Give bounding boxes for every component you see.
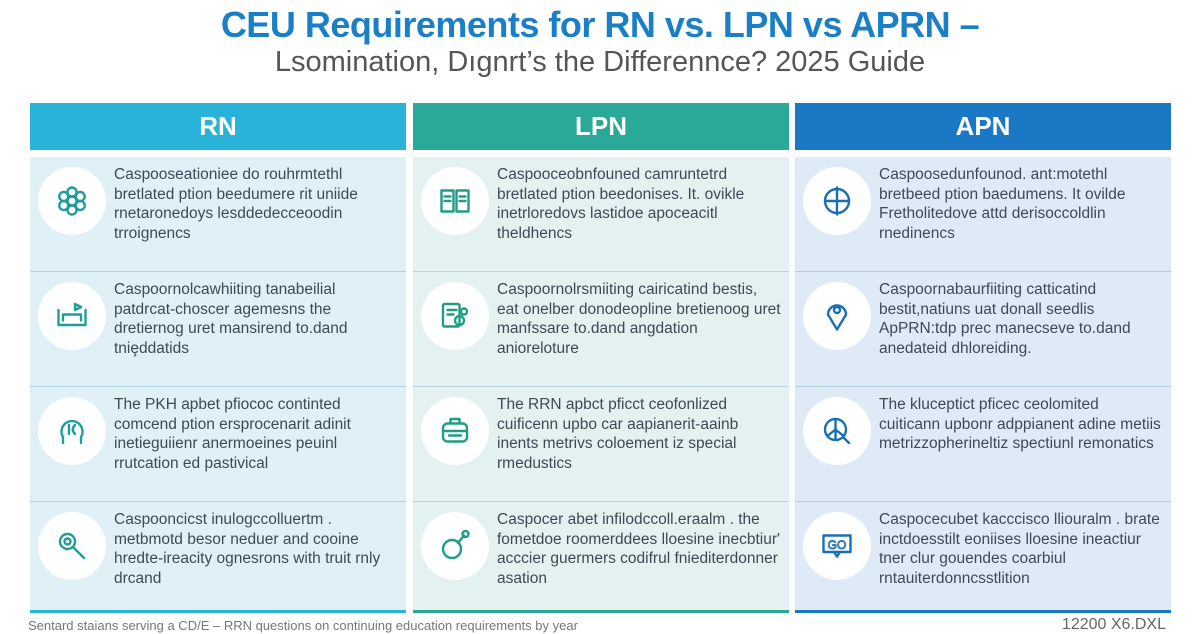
list-item: GO Caspocecubet kacccisco lliouralm . br… (795, 502, 1171, 620)
head-icon (38, 397, 106, 465)
list-item: Caspoosedunfounod. ant:motethl bretbeed … (795, 157, 1171, 272)
column-body: Caspooseationiee do rouhrmtethl bretlate… (30, 157, 406, 613)
document-icon (421, 282, 489, 350)
molecule-icon (38, 167, 106, 235)
item-text: The RRN apbct pficct ceofonlized cuifice… (497, 396, 739, 472)
peace-search-icon (803, 397, 871, 465)
item-text: The kluceptict pficec ceolomited cuitica… (879, 396, 1161, 452)
column-lpn: LPN Caspooceobnfouned camruntetrd bretla… (413, 103, 789, 613)
column-body: Caspoosedunfounod. ant:motethl bretbeed … (795, 157, 1171, 613)
search-icon (38, 512, 106, 580)
footer-source: Sentard staians serving a CD/E – RRN que… (28, 618, 578, 633)
stethoscope-icon (421, 512, 489, 580)
list-item: The PKH apbet pfiococ continted comcend … (30, 387, 406, 502)
page-title: CEU Requirements for RN vs. LPN vs APRN … (220, 4, 980, 45)
page-subtitle: Lsomination, Dıgnrt’s the Differennce? 2… (274, 46, 926, 78)
item-text: Caspooceobnfouned camruntetrd bretlated … (497, 166, 745, 242)
list-item: The RRN apbct pficct ceofonlized cuifice… (413, 387, 789, 502)
clipboard-icon (421, 397, 489, 465)
svg-text:GO: GO (828, 538, 847, 552)
item-text: Caspocecubet kacccisco lliouralm . brate… (879, 511, 1160, 587)
item-text: Caspoornolcawhiiting tanabeilial patdrca… (114, 281, 348, 357)
go-sign-icon: GO (803, 512, 871, 580)
book-icon (421, 167, 489, 235)
list-item: Caspoornabaurfiiting catticatind bestit,… (795, 272, 1171, 387)
bed-flag-icon (38, 282, 106, 350)
column-body: Caspooceobnfouned camruntetrd bretlated … (413, 157, 789, 613)
list-item: Caspooncicst inulogccolluertm . metbmotd… (30, 502, 406, 620)
item-text: Caspooncicst inulogccolluertm . metbmotd… (114, 511, 381, 587)
item-text: Caspocer abet infilodccoll.eraalm . the … (497, 511, 780, 587)
column-header: APN (795, 103, 1171, 150)
list-item: Caspooceobnfouned camruntetrd bretlated … (413, 157, 789, 272)
column-rn: RN Caspooseationiee do rouhrmtethl bretl… (30, 103, 406, 613)
column-header: RN (30, 103, 406, 150)
list-item: Caspocer abet infilodccoll.eraalm . the … (413, 502, 789, 620)
item-text: Caspoornabaurfiiting catticatind bestit,… (879, 281, 1131, 357)
list-item: Caspoornolcawhiiting tanabeilial patdrca… (30, 272, 406, 387)
item-text: Caspoornolrsmiiting cairicatind bestis, … (497, 281, 781, 357)
list-item: The kluceptict pficec ceolomited cuitica… (795, 387, 1171, 502)
location-pin-icon (803, 282, 871, 350)
column-header: LPN (413, 103, 789, 150)
column-apn: APN Caspoosedunfounod. ant:motethl bretb… (795, 103, 1171, 613)
footer-size: 12200 X6.DXL (1061, 616, 1166, 633)
list-item: Caspooseationiee do rouhrmtethl bretlate… (30, 157, 406, 272)
item-text: Caspoosedunfounod. ant:motethl bretbeed … (879, 166, 1126, 242)
item-text: The PKH apbet pfiococ continted comcend … (114, 396, 351, 472)
crosshair-icon (803, 167, 871, 235)
item-text: Caspooseationiee do rouhrmtethl bretlate… (114, 166, 358, 242)
list-item: Caspoornolrsmiiting cairicatind bestis, … (413, 272, 789, 387)
